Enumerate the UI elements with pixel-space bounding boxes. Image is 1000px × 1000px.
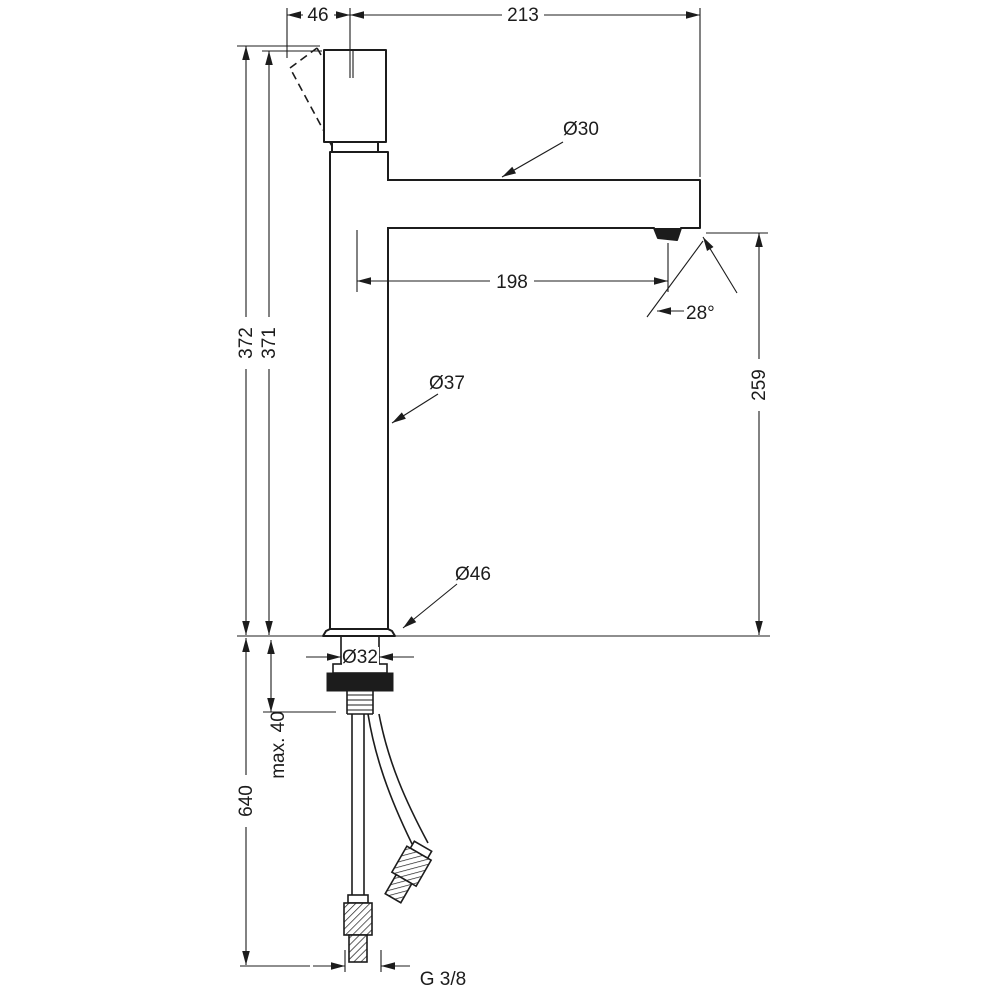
dim-label-371: 371: [259, 327, 280, 359]
leader-dia37: [391, 393, 439, 424]
dimension-lines: [242, 11, 763, 970]
dim-label-46: 46: [307, 5, 328, 26]
dim-label-198: 198: [496, 272, 528, 293]
dim-label-259: 259: [749, 369, 770, 401]
right-hose: [367, 713, 417, 853]
dim-label-640: 640: [236, 785, 257, 817]
faucet-outline: [289, 47, 701, 637]
leader-dia46: [402, 583, 458, 629]
aerator-outlet: [654, 228, 681, 240]
leader-angle-ref: [702, 236, 738, 294]
diameter-label-32: Ø32: [342, 647, 378, 668]
left-hose-connector: [343, 894, 373, 963]
right-hose-connector: [384, 840, 433, 904]
mounting-nut: [326, 672, 394, 692]
thread-label-g38: G 3/8: [420, 969, 466, 990]
angle-label-28: 28°: [686, 303, 715, 324]
diameter-label-46: Ø46: [455, 564, 491, 585]
dim-label-372: 372: [236, 327, 257, 359]
below-counter-assembly: [326, 636, 394, 715]
angle-line: [646, 240, 704, 318]
diameter-label-30: Ø30: [563, 119, 599, 140]
base-flange: [322, 628, 396, 637]
dim-label-213: 213: [507, 5, 539, 26]
dimension-labels: 46 213 Ø30 198 28° 372 371 259 Ø37 Ø46 Ø…: [236, 5, 770, 990]
supply-hoses: [343, 713, 433, 963]
dim-label-max-40: max. 40: [268, 711, 289, 779]
label-backgrounds: [237, 5, 769, 827]
leader-dia30: [501, 141, 564, 178]
handle-collar: [331, 141, 379, 153]
faucet-column: [329, 151, 389, 630]
diameter-label-37: Ø37: [429, 373, 465, 394]
extension-lines: [237, 8, 770, 972]
spout-fill: [385, 180, 700, 228]
leader-lines: [391, 141, 738, 629]
handle-body: [323, 49, 387, 143]
